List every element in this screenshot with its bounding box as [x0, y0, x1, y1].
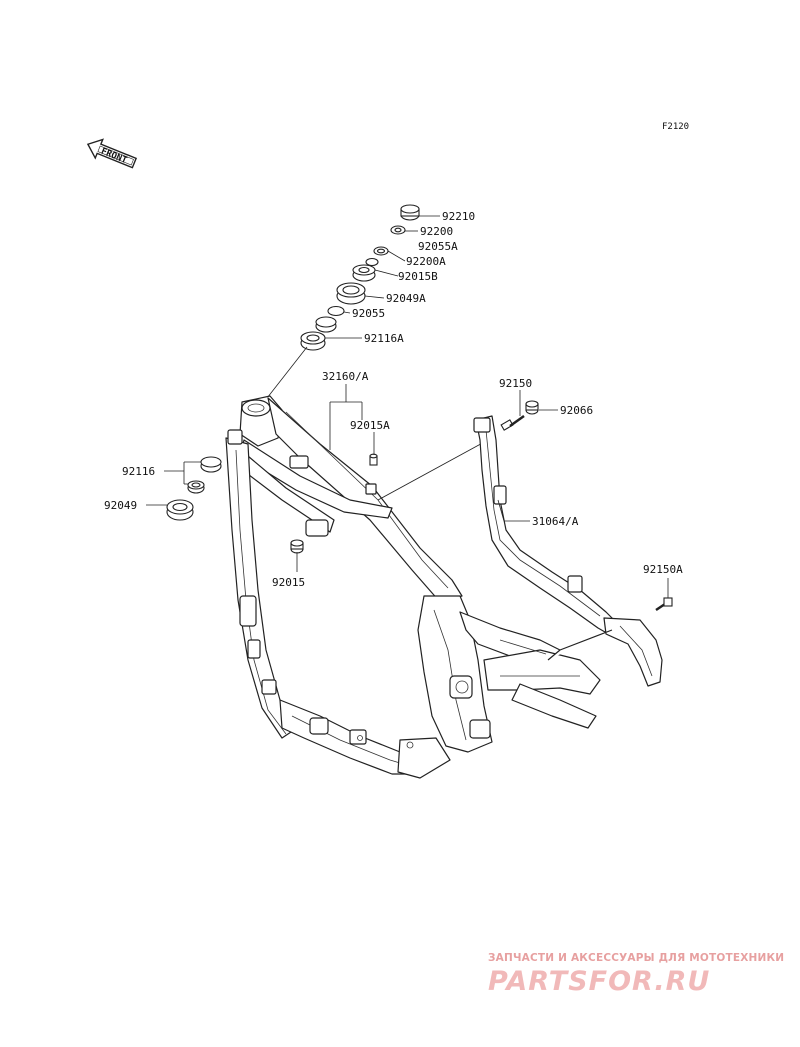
steering-stem-parts: [259, 204, 440, 408]
label-92049A: 92049A: [386, 292, 426, 305]
front-arrow-icon: FRONT: [86, 138, 138, 169]
label-32160A: 32160/A: [322, 370, 369, 383]
diagram-code: F2120: [662, 122, 689, 132]
label-92055: 92055: [352, 307, 385, 320]
part-92015B-nut: [352, 264, 376, 282]
label-92015: 92015: [272, 576, 305, 589]
main-frame: [225, 395, 601, 779]
part-92210-nut: [400, 204, 420, 221]
label-92116: 92116: [122, 465, 155, 478]
leader-lines: [146, 384, 669, 598]
bolt-92150: [500, 414, 525, 431]
lower-stem-parts: [166, 453, 378, 554]
label-92015B: 92015B: [398, 270, 438, 283]
part-92116-bearing: [187, 456, 222, 494]
label-92116A: 92116A: [364, 332, 404, 345]
label-92049: 92049: [104, 499, 137, 512]
part-92055A-ring: [365, 257, 379, 267]
label-92015A: 92015A: [350, 419, 390, 432]
label-92200A: 92200A: [406, 255, 446, 268]
watermark-logo: PARTSFOR.RU: [488, 966, 711, 997]
part-92116A-bearing: [300, 316, 337, 351]
label-92150: 92150: [499, 377, 532, 390]
bolt-92150A: [655, 597, 673, 612]
nut-92066: [525, 400, 539, 415]
part-92055-ring: [327, 305, 345, 317]
label-92150A: 92150A: [643, 563, 683, 576]
watermark-tagline: ЗАПЧАСТИ И АКСЕССУАРЫ ДЛЯ МОТОТЕХНИКИ: [488, 952, 785, 964]
label-92210: 92210: [442, 210, 475, 223]
part-92015A-nut: [369, 453, 378, 466]
label-92055A: 92055A: [418, 240, 458, 253]
label-92200: 92200: [420, 225, 453, 238]
label-31064A: 31064/A: [532, 515, 579, 528]
part-92049-seal: [166, 499, 194, 521]
rear-subframe: [473, 400, 673, 687]
part-92049A-seal: [336, 282, 366, 305]
label-92066: 92066: [560, 404, 593, 417]
part-labels: 92210 92200 92055A 92200A 92015B 92049A …: [104, 210, 683, 589]
part-92015-nut: [290, 539, 304, 554]
